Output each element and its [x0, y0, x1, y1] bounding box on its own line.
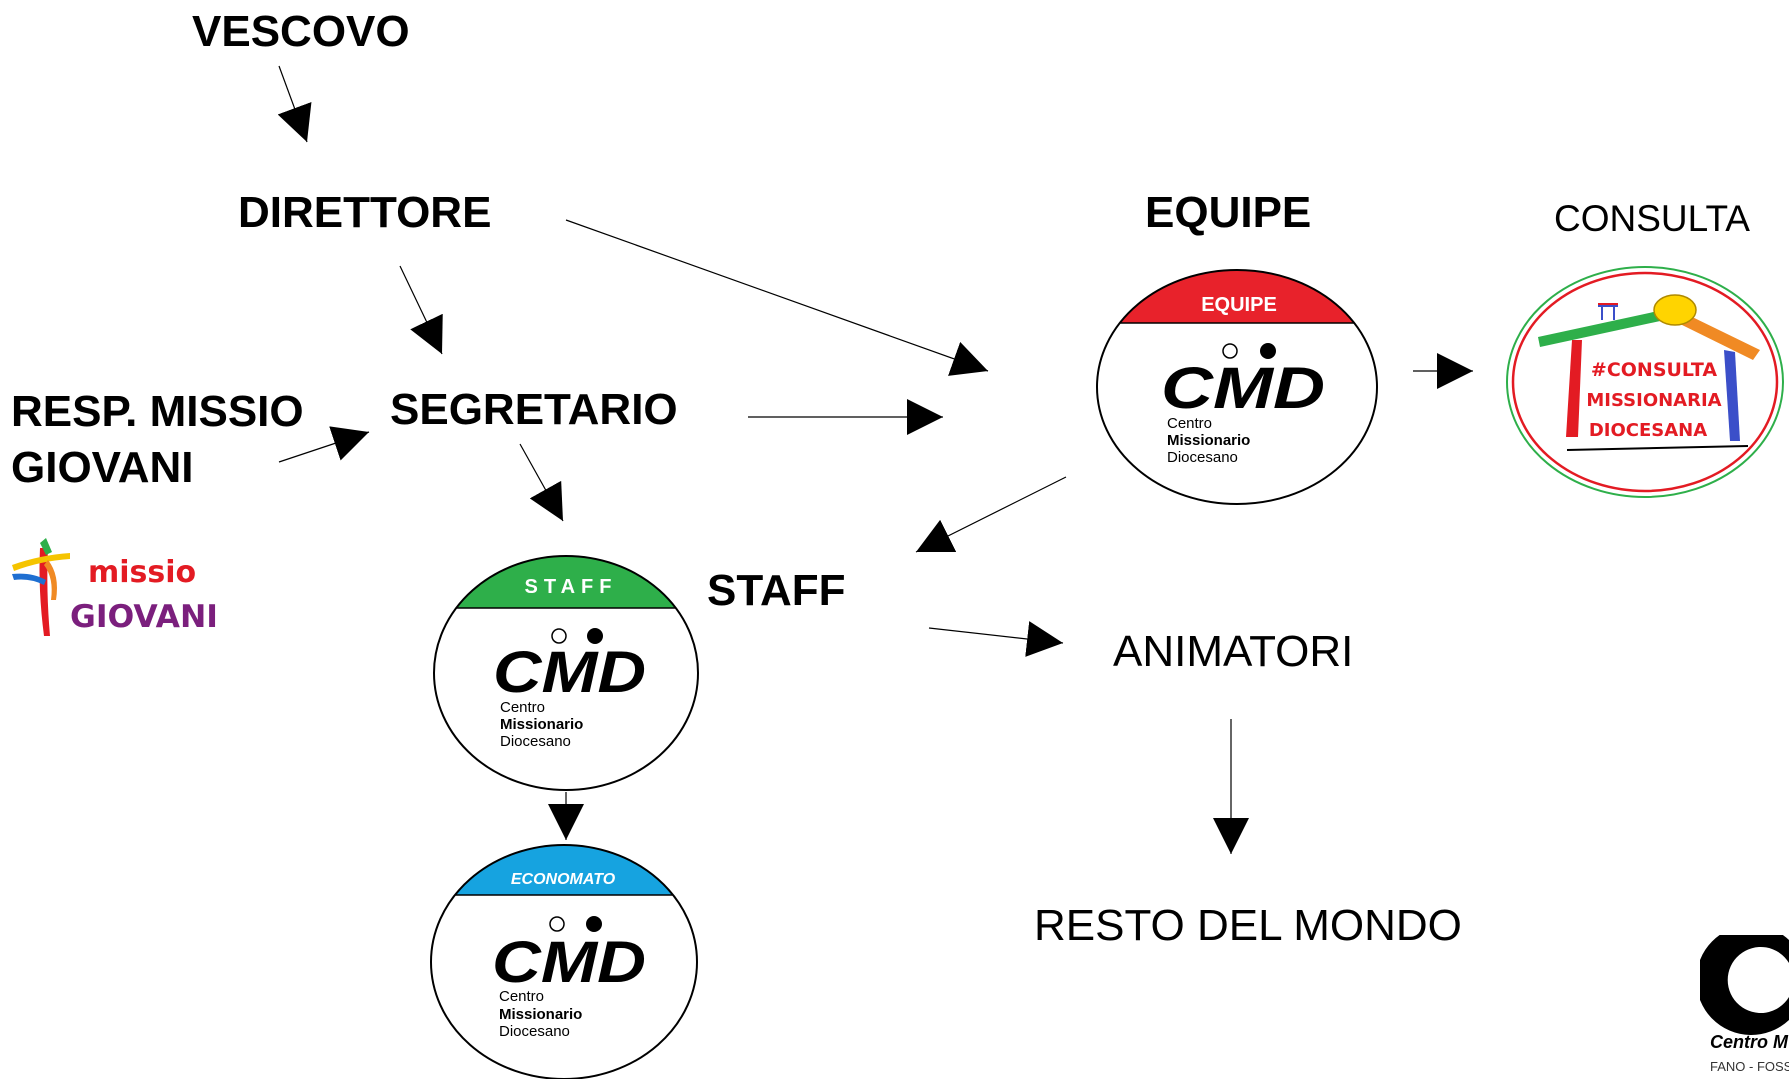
equipe-badge-header: EQUIPE [1201, 294, 1277, 316]
missio-giovani-logo: missio GIOVANI [12, 538, 218, 636]
economato-badge-line1: Centro [499, 988, 544, 1005]
arrow-staff-animatori [928, 621, 1064, 657]
arrow-segretario-staff [519, 443, 564, 522]
node-animatori: ANIMATORI [1113, 627, 1354, 676]
corner-logo-line1: Centro M [1710, 1032, 1788, 1052]
missio-logo-line2: GIOVANI [70, 599, 218, 635]
consulta-roof-right [1676, 312, 1760, 360]
consulta-roof-left [1538, 308, 1674, 347]
equipe-badge-line2: Missionario [1167, 432, 1250, 449]
missio-cross-red [39, 548, 50, 636]
node-consulta: CONSULTA [1554, 198, 1750, 239]
equipe-badge-line3: Diocesano [1167, 449, 1238, 466]
economato-badge: ECONOMATO CMD Centro Missionario Diocesa… [430, 844, 698, 1079]
missio-cross-yellow [12, 553, 70, 571]
missio-cross-blue [12, 573, 46, 585]
node-staff: STAFF [707, 566, 846, 615]
missio-cross-green [40, 538, 52, 555]
equipe-badge-cmd-mark: CMD [1161, 356, 1325, 421]
node-resp-missio-line2: GIOVANI [11, 443, 194, 492]
missio-cross-orange [44, 560, 57, 600]
consulta-wall-left [1566, 340, 1582, 437]
economato-badge-line2: Missionario [499, 1006, 582, 1023]
staff-badge-cmd-mark: CMD [493, 640, 646, 705]
arrow-direttore-equipe [565, 219, 989, 376]
corner-logo-line2: FANO - FOSSO [1710, 1059, 1789, 1074]
node-resp-missio-line1: RESP. MISSIO [11, 387, 304, 436]
staff-badge-line2: Missionario [500, 716, 583, 733]
node-resto-del-mondo: RESTO DEL MONDO [1034, 901, 1462, 950]
arrow-vescovo-direttore [277, 65, 312, 143]
arrow-direttore-segretario [399, 265, 443, 355]
consulta-logo-line1: #CONSULTA [1591, 359, 1717, 381]
node-direttore: DIRETTORE [238, 188, 492, 237]
consulta-logo-line2: MISSIONARIA [1586, 390, 1721, 411]
node-equipe: EQUIPE [1145, 188, 1312, 237]
node-segretario: SEGRETARIO [390, 385, 678, 434]
node-vescovo: VESCOVO [192, 7, 410, 56]
equipe-badge: EQUIPE CMD Centro Missionario Diocesano [1096, 269, 1378, 505]
arrow-resp-missio-segretario [278, 426, 370, 463]
economato-badge-header: ECONOMATO [511, 871, 616, 888]
consulta-sun [1653, 294, 1697, 326]
arrow-equipe-staff [915, 476, 1067, 553]
economato-badge-line3: Diocesano [499, 1023, 570, 1040]
equipe-badge-line1: Centro [1167, 415, 1212, 432]
consulta-logo-line3: DIOCESANA [1589, 420, 1707, 441]
missio-logo-line1: missio [88, 555, 196, 590]
staff-badge-header: STAFF [525, 576, 618, 598]
consulta-logo: #CONSULTA MISSIONARIA DIOCESANA [1506, 266, 1784, 498]
corner-cmd-logo-mark [1700, 935, 1789, 1035]
staff-badge: STAFF CMD Centro Missionario Diocesano [433, 555, 699, 791]
corner-cmd-logo: Centro M FANO - FOSSO [1700, 935, 1789, 1079]
consulta-wall-right [1724, 350, 1740, 441]
staff-badge-line3: Diocesano [500, 733, 571, 750]
staff-badge-line1: Centro [500, 699, 545, 716]
economato-badge-cmd-mark: CMD [492, 930, 646, 995]
